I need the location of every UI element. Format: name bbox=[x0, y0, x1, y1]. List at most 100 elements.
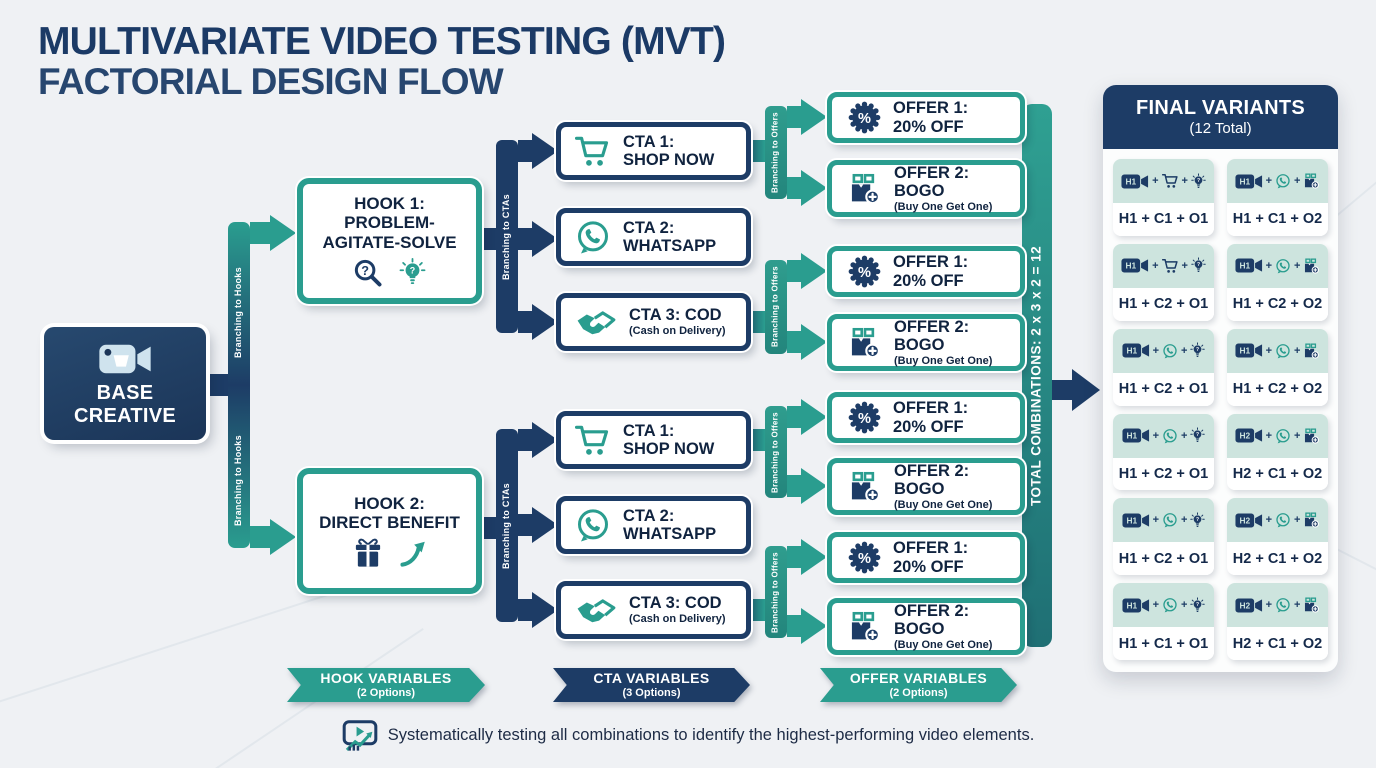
branch-label-offers-2: Branching to Offers bbox=[770, 266, 780, 348]
offer-label: OFFER 2: bbox=[894, 461, 970, 480]
magnifier-question-icon bbox=[353, 258, 383, 288]
lightbulb-question-icon bbox=[399, 258, 426, 287]
variant-card: H1 + + H1 + C2 + O2 bbox=[1227, 243, 1328, 321]
plus-sign: + bbox=[1181, 514, 1188, 527]
cta-label: CTA 1: bbox=[623, 132, 675, 151]
variant-label: H1 + C2 + O1 bbox=[1113, 457, 1214, 491]
offer-label: OFFER 1: bbox=[893, 99, 969, 118]
offer-2-box: OFFER 2: BOGO (Buy One Get One) bbox=[827, 598, 1025, 655]
offer-sublabel: (Buy One Get One) bbox=[894, 498, 993, 511]
offer-1-box: OFFER 1: 20% OFF bbox=[827, 532, 1025, 583]
offer-label: OFFER 1: bbox=[893, 253, 969, 272]
connector-bar bbox=[518, 311, 532, 333]
gift-icon bbox=[353, 538, 383, 568]
hook-2-subtitle: DIRECT BENEFIT bbox=[319, 513, 460, 532]
plus-sign: + bbox=[1294, 344, 1301, 357]
svg-text:H1: H1 bbox=[1239, 176, 1250, 186]
cta-2-box: CTA 2: WHATSAPP bbox=[556, 496, 751, 554]
final-variants-title: FINAL VARIANTS bbox=[1135, 97, 1305, 119]
video-camera-icon: H1 bbox=[1121, 174, 1149, 189]
banner-label: HOOK VARIABLES bbox=[320, 670, 452, 687]
video-camera-icon: H1 bbox=[1235, 343, 1262, 358]
plus-sign: + bbox=[1294, 175, 1301, 188]
offer-label: OFFER 2: bbox=[894, 317, 970, 336]
hook-2-title: HOOK 2: bbox=[354, 493, 425, 513]
banner-label: CTA VARIABLES bbox=[593, 670, 710, 687]
variant-card: H1 + + H1 + C2 + O2 bbox=[1227, 328, 1328, 406]
arrowhead-icon bbox=[801, 99, 827, 135]
connector-bar bbox=[518, 514, 532, 536]
offer-1-box: OFFER 1: 20% OFF bbox=[827, 246, 1025, 297]
plus-sign: + bbox=[1181, 599, 1188, 612]
connector-bar bbox=[250, 222, 270, 244]
cta-label: SHOP NOW bbox=[623, 151, 715, 169]
offer-label: OFFER 2: bbox=[894, 601, 970, 620]
variant-label: H1 + C2 + O2 bbox=[1227, 287, 1328, 321]
lightbulb-icon bbox=[1190, 342, 1205, 359]
banner-sublabel: (3 Options) bbox=[622, 686, 681, 699]
hook-1-subtitle: PROBLEM-AGITATE-SOLVE bbox=[322, 213, 457, 252]
cta-sublabel: (Cash on Delivery) bbox=[629, 324, 726, 337]
arrowhead-icon bbox=[1072, 369, 1100, 411]
hook-2-box: HOOK 2: DIRECT BENEFIT bbox=[297, 468, 482, 594]
arrowhead-icon bbox=[801, 539, 827, 575]
bogo-box-icon bbox=[1303, 512, 1320, 528]
connector-bar bbox=[518, 140, 532, 162]
offer-label: BOGO bbox=[894, 620, 945, 639]
plus-sign: + bbox=[1294, 599, 1301, 612]
offer-label: OFFER 1: bbox=[893, 399, 969, 418]
connector-bar bbox=[765, 546, 787, 638]
branch-label-ctas-top: Branching to CTAs bbox=[501, 194, 512, 280]
branch-label-hooks-lower: Branching to Hooks bbox=[233, 435, 244, 527]
variant-label: H1 + C1 + O1 bbox=[1113, 203, 1214, 236]
whatsapp-icon bbox=[1275, 512, 1291, 528]
arrowhead-icon bbox=[801, 468, 827, 504]
offer-label: OFFER 2: bbox=[894, 163, 970, 182]
bogo-box-icon bbox=[1303, 258, 1320, 274]
video-camera-icon: H1 bbox=[1235, 174, 1262, 189]
video-camera-icon: H1 bbox=[1122, 428, 1149, 443]
cta-label: CTA 3: COD bbox=[629, 306, 722, 325]
svg-text:H1: H1 bbox=[1239, 261, 1250, 271]
plus-sign: + bbox=[1152, 259, 1159, 272]
variant-label: H1 + C2 + O1 bbox=[1113, 287, 1214, 321]
arrowhead-icon bbox=[532, 133, 558, 169]
offer-label: 20% OFF bbox=[893, 417, 964, 436]
svg-text:H2: H2 bbox=[1239, 431, 1250, 441]
arrowhead-icon bbox=[801, 170, 827, 206]
svg-text:H1: H1 bbox=[1239, 346, 1250, 356]
plus-sign: + bbox=[1181, 175, 1188, 188]
growth-arrow-icon bbox=[399, 539, 426, 568]
branch-label-offers-4: Branching to Offers bbox=[770, 552, 780, 634]
plus-sign: + bbox=[1152, 175, 1159, 188]
variant-label: H2 + C1 + O2 bbox=[1227, 627, 1328, 660]
plus-sign: + bbox=[1265, 259, 1272, 272]
percent-badge-icon bbox=[848, 255, 881, 288]
arrowhead-icon bbox=[532, 304, 558, 340]
svg-text:H1: H1 bbox=[1126, 261, 1137, 271]
plus-sign: + bbox=[1152, 514, 1159, 527]
offer-label: BOGO bbox=[894, 480, 945, 499]
variant-card: H1 + + H1 + C1 + O2 bbox=[1227, 159, 1328, 236]
offer-1-box: OFFER 1: 20% OFF bbox=[827, 392, 1025, 443]
branch-label-offers-1: Branching to Offers bbox=[770, 112, 780, 194]
offer-1-box: OFFER 1: 20% OFF bbox=[827, 92, 1025, 143]
variant-card: H2 + + H2 + C1 + O2 bbox=[1227, 413, 1328, 491]
bogo-box-icon bbox=[1303, 343, 1320, 359]
final-variants-subtitle: (12 Total) bbox=[1189, 120, 1252, 137]
final-variants-header: FINAL VARIANTS (12 Total) bbox=[1103, 85, 1338, 149]
cart-icon bbox=[1162, 173, 1179, 189]
cta-1-box: CTA 1: SHOP NOW bbox=[556, 411, 751, 469]
offer-2-box: OFFER 2: BOGO (Buy One Get One) bbox=[827, 314, 1025, 371]
plus-sign: + bbox=[1294, 514, 1301, 527]
offer-label: OFFER 1: bbox=[893, 539, 969, 558]
video-camera-icon: H1 bbox=[1121, 258, 1149, 273]
connector-bar bbox=[787, 406, 801, 428]
bogo-box-icon bbox=[848, 471, 882, 503]
cta-label: CTA 1: bbox=[623, 421, 675, 440]
svg-text:H2: H2 bbox=[1239, 516, 1250, 526]
percent-badge-icon bbox=[848, 401, 881, 434]
plus-sign: + bbox=[1265, 344, 1272, 357]
connector-bar bbox=[787, 260, 801, 282]
